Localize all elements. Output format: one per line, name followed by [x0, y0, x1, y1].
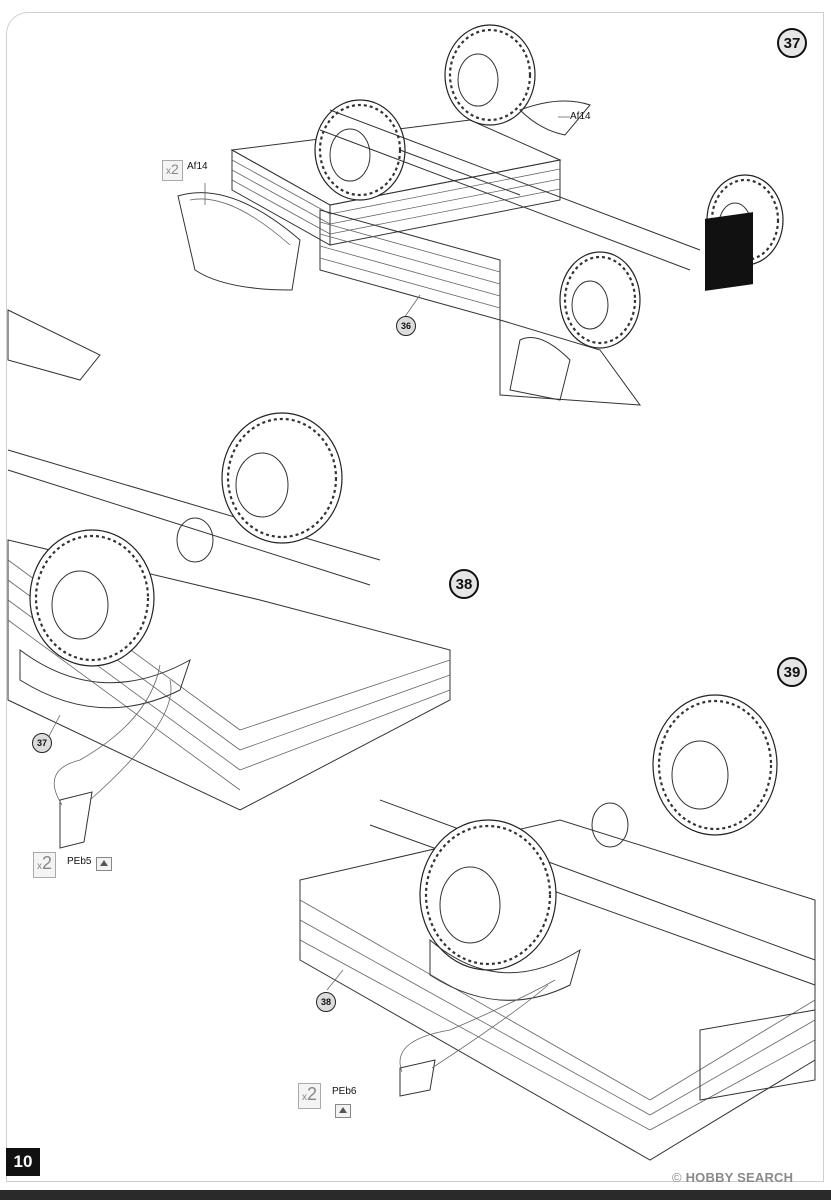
page-number: 10: [6, 1148, 40, 1176]
quantity-value: 2: [42, 853, 53, 873]
step-37-part-label-callout: Af14: [570, 111, 591, 122]
watermark-copyright-mark: ©: [672, 1170, 682, 1185]
step-37-part-label: Af14: [187, 161, 208, 172]
pe-bend-icon: [335, 1104, 351, 1118]
step-38-reference-assembly: 37: [32, 733, 52, 753]
step-37-badge: 37: [777, 28, 807, 58]
pe-bend-icon: [96, 857, 112, 871]
quantity-value: 2: [307, 1084, 318, 1104]
step-37-quantity: x2: [162, 160, 183, 181]
step-38-quantity: x2: [33, 852, 57, 878]
quantity-value: 2: [171, 161, 179, 177]
step-38-part-label: PEb5: [67, 856, 92, 867]
step-39-reference-assembly: 38: [316, 992, 336, 1012]
step-39-part-label: PEb6: [332, 1086, 357, 1097]
step-37-reference-assembly: 36: [396, 316, 416, 336]
watermark: © HOBBY SEARCH: [672, 1170, 793, 1185]
step-39-badge: 39: [777, 657, 807, 687]
step-38-badge: 38: [449, 569, 479, 599]
quantity-prefix: x: [302, 1092, 307, 1103]
quantity-prefix: x: [166, 166, 171, 177]
bottom-bar: [0, 1190, 831, 1200]
step-38-truck-illustration: [7, 309, 451, 849]
step-37-truck-illustration: [177, 24, 784, 406]
quantity-prefix: x: [37, 861, 42, 872]
watermark-text: HOBBY SEARCH: [685, 1170, 794, 1185]
step-39-quantity: x2: [298, 1083, 322, 1109]
step-39-truck-illustration: [299, 694, 816, 1161]
page-frame: [6, 12, 824, 1182]
